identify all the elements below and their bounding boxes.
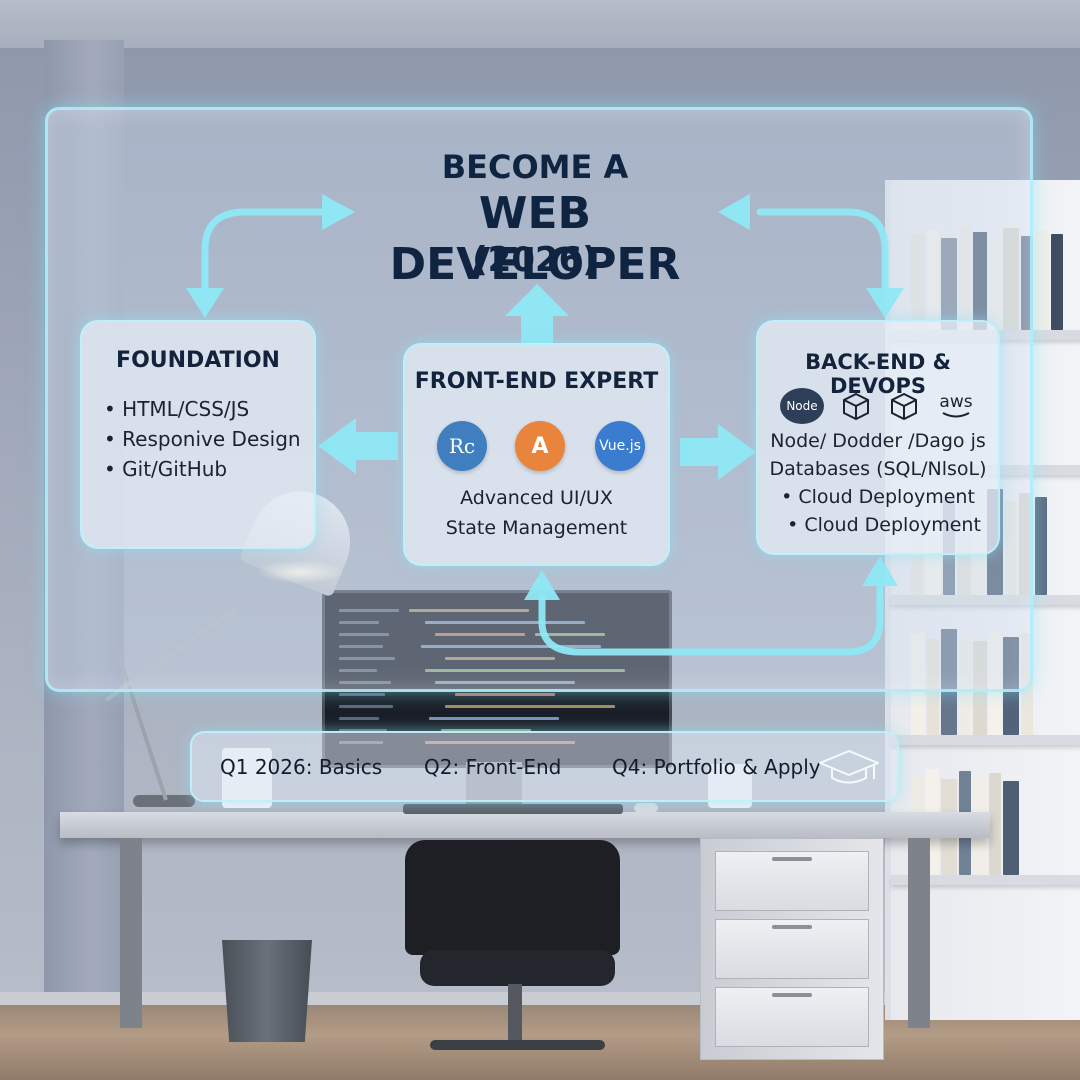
arrowhead [866,288,904,318]
backend-item: • Cloud Deployment [758,486,998,508]
foundation-item: HTML/CSS/JS [104,394,301,424]
backend-card: BACK-END & DEVOPS Node aws Node/ Dodder … [756,320,1000,555]
foundation-card: FOUNDATION HTML/CSS/JS Responive Design … [80,320,316,549]
arrowhead [524,570,560,600]
arrow-frontend-to-foundation [318,418,398,474]
backend-item: • Cloud Deployment [764,514,1004,536]
arrow-title-to-backend [760,212,885,290]
frontend-heading: FRONT-END EXPERT [405,369,668,394]
react-icon: Rc [437,421,487,471]
foundation-heading: FOUNDATION [82,348,314,373]
vue-icon: Vue.js [595,421,645,471]
node-icon-label: Node [786,399,817,413]
backend-item-text: Cloud Deployment [798,486,975,508]
timeline-item-q1: Q1 2026: Basics [220,755,382,779]
timeline-bar: Q1 2026: Basics Q2: Front-End Q4: Portfo… [190,731,899,802]
angular-icon-label: A [531,434,548,459]
backend-item-text: Cloud Deployment [804,514,981,536]
frontend-line-2: State Management [405,517,668,539]
cube-icon [886,388,922,424]
timeline-item-q4: Q4: Portfolio & Apply [612,755,821,779]
foundation-item: Responive Design [104,424,301,454]
backend-line-2: Databases (SQL/NlsoL) [758,458,998,480]
aws-icon: aws [934,388,978,424]
arrow-frontend-to-title [505,284,569,343]
vue-icon-label: Vue.js [599,438,641,454]
cube-icon [838,388,874,424]
foundation-list: HTML/CSS/JS Responive Design Git/GitHub [104,394,301,484]
arrowhead [186,288,224,318]
node-icon: Node [780,388,824,424]
arrow-backend-to-frontend [542,585,880,652]
arrowhead [862,556,898,586]
arrow-frontend-to-backend [680,424,756,480]
angular-icon: A [515,421,565,471]
timeline-item-q2: Q2: Front-End [424,755,561,779]
graduation-cap-icon [816,745,882,789]
aws-icon-label: aws [939,393,972,411]
title-line-1: BECOME A [330,148,740,186]
foundation-item: Git/GitHub [104,454,301,484]
backend-line-1: Node/ Dodder /Dago js [758,430,998,452]
frontend-line-1: Advanced UI/UX [405,487,668,509]
frontend-card: FRONT-END EXPERT Rc A Vue.js Advanced UI… [403,343,670,566]
title-line-3: (2026) [330,240,740,280]
arrow-foundation-to-title [205,212,322,290]
react-icon-label: Rc [449,434,475,458]
